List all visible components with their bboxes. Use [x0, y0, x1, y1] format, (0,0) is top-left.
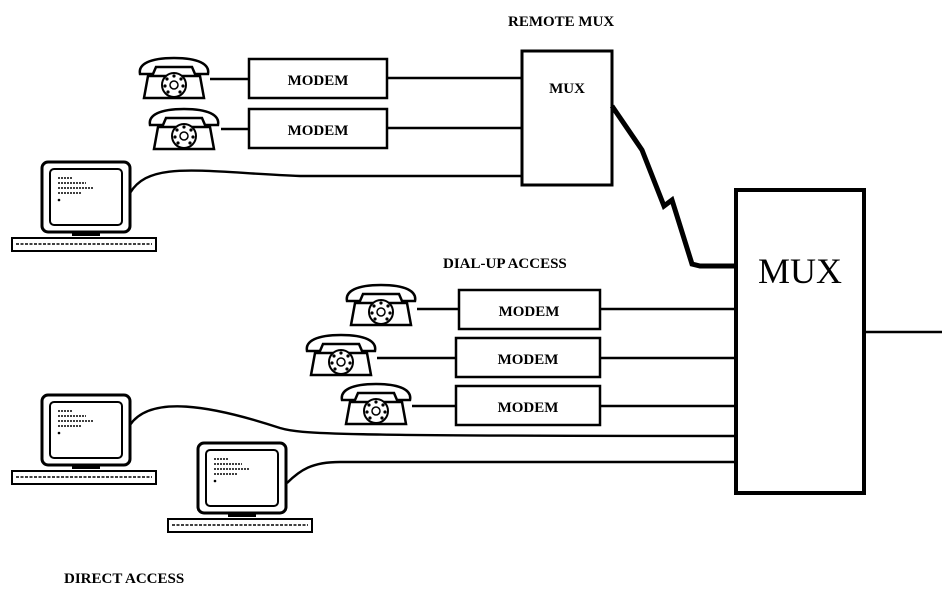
direct-terminal-link [130, 406, 736, 436]
telephone-icon [347, 285, 415, 325]
computer-terminal-icon [168, 443, 312, 532]
computer-terminal-icon [12, 162, 156, 251]
telephone-icon [307, 335, 375, 375]
remote-mux-label: REMOTE MUX [508, 14, 614, 30]
remote-mux-box [522, 51, 612, 185]
main-mux-label: MUX [758, 251, 842, 291]
modem-label: MODEM [288, 73, 349, 89]
modem-label: MODEM [498, 400, 559, 416]
telephone-icon [150, 109, 218, 149]
computer-terminal-icon [12, 395, 156, 484]
remote-mux-box-label: MUX [549, 81, 585, 97]
modem-label: MODEM [288, 123, 349, 139]
telephone-icon [140, 58, 208, 98]
trunk-line [612, 106, 736, 266]
direct-access-label: DIRECT ACCESS [64, 571, 184, 587]
modem-label: MODEM [499, 304, 560, 320]
dial-up-access-label: DIAL-UP ACCESS [443, 256, 567, 272]
terminal-mux-link [130, 171, 522, 193]
telephone-icon [342, 384, 410, 424]
direct-terminal-link [287, 462, 736, 483]
modem-label: MODEM [498, 352, 559, 368]
main-mux-box [736, 190, 864, 493]
